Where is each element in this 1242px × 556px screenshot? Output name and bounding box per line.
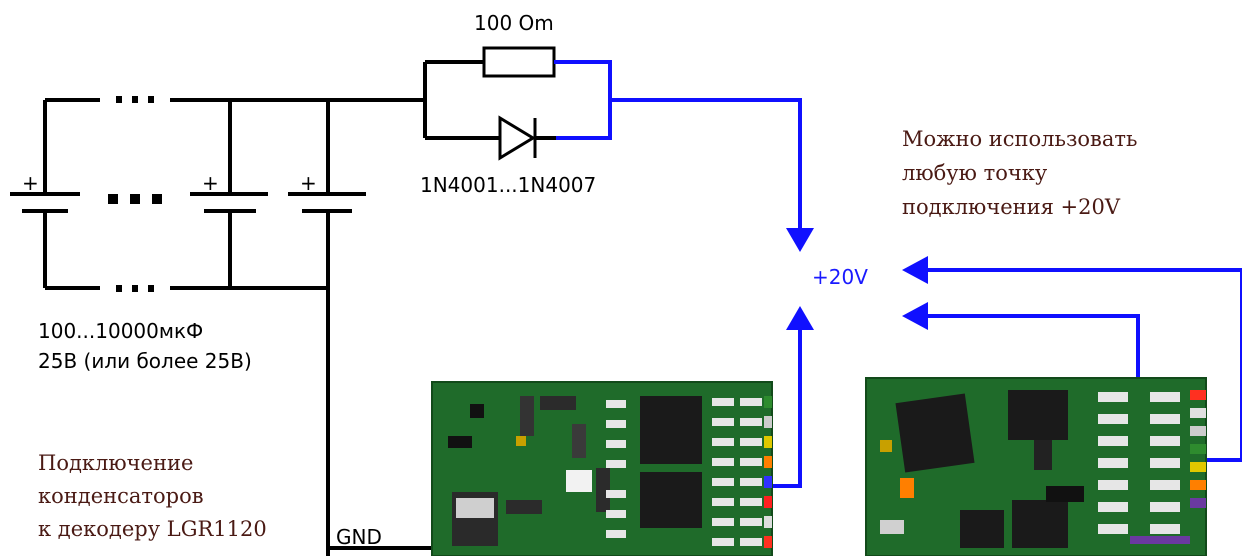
arrow-left-icon (902, 302, 928, 330)
right-note-line-2: любую точку (902, 161, 1048, 185)
decoder-board-back (865, 377, 1207, 556)
plus-sign-3: + (300, 171, 317, 195)
diode-label: 1N4001...1N4007 (420, 173, 596, 197)
arrow-up-icon (786, 306, 814, 330)
capacitor-spec-line-1: 100...10000мкФ (38, 319, 203, 343)
bottom-rail-ellipsis (116, 285, 154, 292)
capacitor-ellipsis (108, 194, 162, 204)
decoder-board-front (431, 381, 773, 556)
plus-sign-2: + (202, 171, 219, 195)
arrow-down-icon (786, 228, 814, 252)
capacitor-1 (10, 192, 80, 213)
arrow-left-icon (902, 256, 928, 284)
right-note-line-1: Можно использовать (902, 127, 1137, 151)
top-rail-ellipsis (116, 96, 154, 103)
diode (498, 115, 537, 161)
gnd-label: GND (336, 525, 382, 549)
voltage-label: +20V (812, 265, 868, 289)
right-note-line-3: подключения +20V (902, 195, 1121, 219)
resistor-label: 100 Om (474, 11, 554, 35)
left-note-line-2: конденсаторов (38, 484, 204, 508)
left-note-line-3: к декодеру LGR1120 (38, 517, 267, 541)
resistor (482, 46, 556, 78)
black-wires (43, 60, 556, 556)
capacitor-2 (190, 192, 268, 213)
capacitor-spec-line-2: 25В (или более 25В) (38, 349, 252, 373)
capacitor-3 (288, 192, 366, 213)
plus-sign-1: + (22, 171, 39, 195)
left-note-line-1: Подключение (38, 451, 193, 475)
